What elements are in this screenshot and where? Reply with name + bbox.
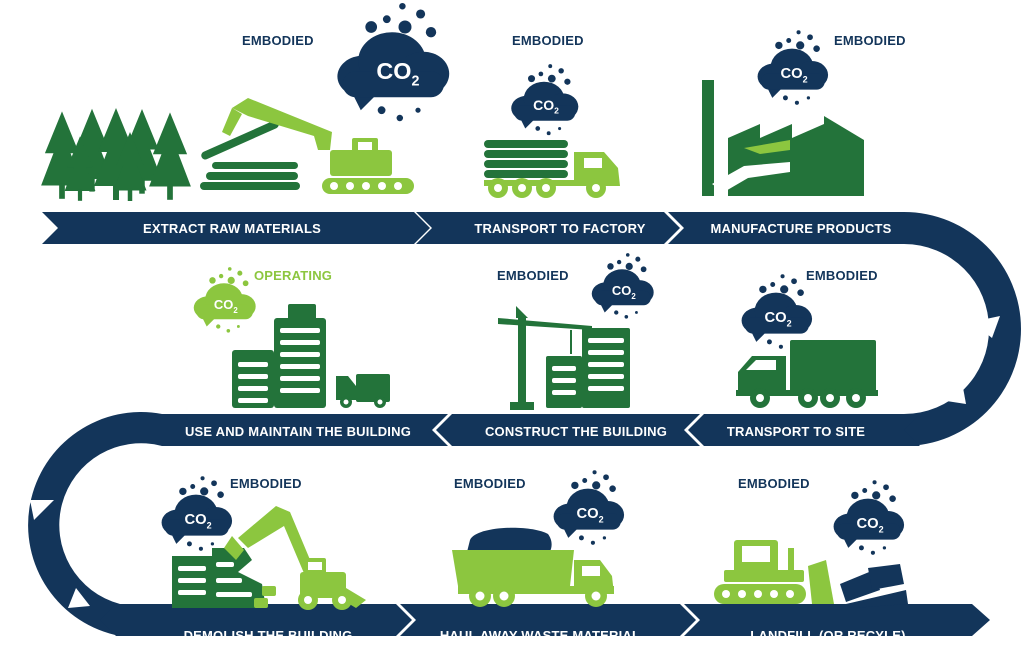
co2-cloud-icon: CO2 <box>741 274 813 349</box>
svg-text:CO2: CO2 <box>781 66 808 84</box>
label-construct-the-building: CONSTRUCT THE BUILDING <box>485 424 667 439</box>
tag-extract: EMBODIED <box>242 33 314 48</box>
path-segment-transport-site <box>688 414 920 446</box>
van-icon <box>336 374 390 408</box>
label-manufacture-products: MANUFACTURE PRODUCTS <box>711 221 892 236</box>
path-segment-transport-factory <box>416 212 680 244</box>
dump-truck-icon <box>452 527 614 607</box>
svg-text:CO2: CO2 <box>612 283 636 301</box>
tag-landfill: EMBODIED <box>738 476 810 491</box>
label-transport-to-site: TRANSPORT TO SITE <box>727 424 865 439</box>
svg-text:CO2: CO2 <box>857 516 884 534</box>
tag-construct: EMBODIED <box>497 268 569 283</box>
co2-cloud-icon: CO2 <box>591 253 654 319</box>
co2-cloud-icon: CO2 <box>553 470 625 545</box>
co2-cloud-icon: CO2 <box>193 267 256 333</box>
tag-transport-site: EMBODIED <box>806 268 878 283</box>
label-extract-raw-materials: EXTRACT RAW MATERIALS <box>143 221 321 236</box>
right-turn-arc <box>904 212 1021 446</box>
tag-transport-factory: EMBODIED <box>512 33 584 48</box>
path-segment-extract <box>42 212 430 244</box>
demolished-building-icon <box>172 548 276 608</box>
factory-icon <box>702 80 864 196</box>
co2-cloud-icon: CO2 <box>161 476 233 551</box>
svg-text:CO2: CO2 <box>185 512 212 530</box>
tag-haul: EMBODIED <box>454 476 526 491</box>
svg-text:CO2: CO2 <box>376 58 419 90</box>
svg-text:CO2: CO2 <box>214 297 238 315</box>
left-turn-arc <box>28 412 162 636</box>
svg-text:CO2: CO2 <box>533 97 559 116</box>
path-segment-use <box>146 414 448 446</box>
tag-demolish: EMBODIED <box>230 476 302 491</box>
building-under-construction-icon <box>546 328 630 408</box>
label-landfill: LANDFILL (OR RECYLE) <box>750 628 905 643</box>
tag-manufacture: EMBODIED <box>834 33 906 48</box>
label-transport-to-factory: TRANSPORT TO FACTORY <box>474 221 645 236</box>
path-segment-construct <box>436 414 700 446</box>
path-segment-haul <box>400 604 696 636</box>
waste-pile-icon <box>840 564 908 608</box>
bulldozer-icon <box>714 540 834 604</box>
svg-text:CO2: CO2 <box>765 310 792 328</box>
log-loader-icon <box>200 98 414 194</box>
co2-cloud-icon: CO2 <box>833 480 905 555</box>
buildings-icon <box>232 304 326 408</box>
svg-text:CO2: CO2 <box>577 506 604 524</box>
forest-icon <box>41 108 191 201</box>
tower-crane-icon <box>498 306 592 410</box>
co2-cloud-icon: CO2 <box>511 64 579 136</box>
label-haul-away-waste: HAUL AWAY WASTE MATERIAL <box>440 628 640 643</box>
log-truck-icon <box>484 140 620 198</box>
serpentine-path <box>28 212 1021 636</box>
path-segment-manufacture <box>668 212 920 244</box>
path-segment-landfill <box>684 604 990 636</box>
stage-labels: EXTRACT RAW MATERIALS TRANSPORT TO FACTO… <box>143 221 906 643</box>
label-demolish-the-building: DEMOLISH THE BUILDING <box>184 628 353 643</box>
co2-cloud-icon: CO2 <box>757 30 829 105</box>
tag-use-operating: OPERATING <box>254 268 332 283</box>
co2-clouds: CO2 CO2 CO2 CO2 CO2 CO2 CO2 CO2 <box>161 2 905 555</box>
emission-tags: EMBODIED EMBODIED EMBODIED OPERATING EMB… <box>230 33 906 491</box>
box-truck-icon <box>736 340 878 408</box>
co2-cloud-icon: CO2 <box>337 2 450 122</box>
label-use-and-maintain: USE AND MAINTAIN THE BUILDING <box>185 424 411 439</box>
path-segment-demolish <box>100 604 412 636</box>
excavator-icon <box>224 506 366 610</box>
